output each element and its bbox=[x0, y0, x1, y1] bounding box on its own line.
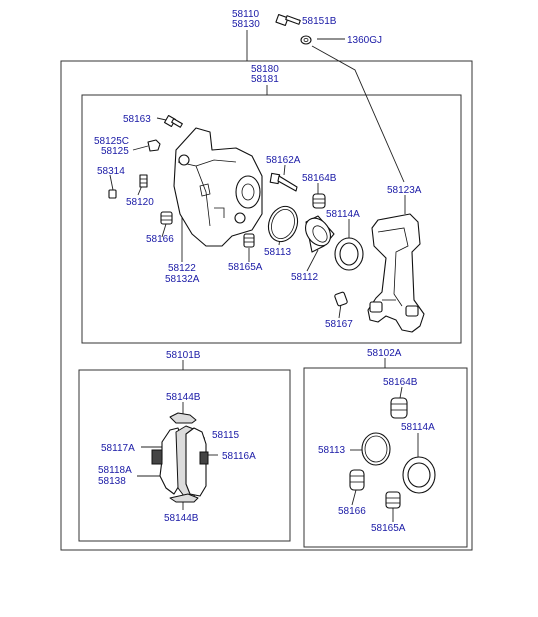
label-58117A: 58117A bbox=[101, 443, 135, 454]
guide-pin-boot-upper bbox=[312, 193, 326, 209]
label-58167: 58167 bbox=[325, 319, 353, 330]
washer bbox=[300, 35, 312, 45]
kit-piston-dust-boot bbox=[402, 456, 436, 494]
label-58180: 58180 bbox=[251, 64, 279, 75]
pad-clip-top bbox=[169, 412, 197, 424]
kit-guide-pin-boot bbox=[390, 397, 408, 419]
bleeder-cap bbox=[147, 139, 161, 152]
pad-clip-bottom bbox=[169, 493, 199, 503]
label-58164B: 58164B bbox=[302, 173, 337, 184]
caliper-assembly-frame bbox=[81, 94, 462, 344]
label-58118A: 58118A bbox=[98, 465, 132, 476]
label-kit-58165A: 58165A bbox=[371, 523, 406, 534]
label-58314: 58314 bbox=[97, 166, 125, 177]
bleeder-screw bbox=[139, 174, 148, 188]
label-58163: 58163 bbox=[123, 114, 151, 125]
guide-pin-boot-left bbox=[160, 211, 173, 225]
leader-lines bbox=[109, 19, 419, 522]
label-58181: 58181 bbox=[251, 74, 279, 85]
piston bbox=[304, 215, 335, 253]
retaining-pin bbox=[334, 291, 348, 307]
label-1360GJ: 1360GJ bbox=[347, 35, 382, 46]
label-58112: 58112 bbox=[291, 272, 319, 283]
label-58123A: 58123A bbox=[387, 185, 422, 196]
label-58165A: 58165A bbox=[228, 262, 263, 273]
caliper-carrier bbox=[367, 213, 425, 333]
guide-bushing bbox=[243, 233, 255, 248]
label-kit-58166: 58166 bbox=[338, 506, 366, 517]
caliper-mounting-bolt bbox=[275, 13, 301, 27]
label-58125: 58125 bbox=[101, 146, 129, 157]
piston-dust-boot bbox=[334, 237, 364, 271]
label-58115: 58115 bbox=[212, 430, 240, 441]
label-58162A: 58162A bbox=[266, 155, 301, 166]
outer-frame bbox=[60, 60, 473, 551]
label-58120: 58120 bbox=[126, 197, 154, 208]
label-58138: 58138 bbox=[98, 476, 126, 487]
kit-guide-pin-boot-2 bbox=[349, 469, 365, 491]
label-58102A: 58102A bbox=[367, 348, 402, 359]
small-plug bbox=[108, 189, 117, 199]
guide-bolt-small bbox=[163, 114, 183, 128]
kit-piston-seal bbox=[361, 432, 391, 466]
kit-guide-bushing bbox=[385, 491, 401, 509]
caliper-housing bbox=[173, 127, 263, 247]
pad-kit-frame bbox=[78, 369, 291, 542]
label-pad-58144B-bottom: 58144B bbox=[164, 513, 199, 524]
label-kit-58114A: 58114A bbox=[401, 422, 435, 433]
piston-seal bbox=[267, 205, 299, 243]
label-58110: 58110 bbox=[232, 9, 260, 20]
guide-bolt bbox=[269, 172, 298, 192]
label-58114A: 58114A bbox=[326, 209, 360, 220]
label-58151B: 58151B bbox=[302, 16, 337, 27]
label-58125C: 58125C bbox=[94, 136, 129, 147]
label-58101B: 58101B bbox=[166, 350, 201, 361]
label-pad-58144B-top: 58144B bbox=[166, 392, 201, 403]
brake-pad-outer bbox=[185, 427, 209, 497]
seal-kit-frame bbox=[303, 367, 468, 548]
label-58113: 58113 bbox=[264, 247, 292, 258]
label-58116A: 58116A bbox=[222, 451, 256, 462]
label-58130: 58130 bbox=[232, 19, 260, 30]
part-labels: 58110 58130 58151B 1360GJ 58180 58181 58… bbox=[94, 9, 435, 534]
label-58166: 58166 bbox=[146, 234, 174, 245]
label-kit-58113: 58113 bbox=[318, 445, 346, 456]
label-kit-58164B: 58164B bbox=[383, 377, 418, 388]
label-58122: 58122 bbox=[168, 263, 196, 274]
label-58132A: 58132A bbox=[165, 274, 200, 285]
